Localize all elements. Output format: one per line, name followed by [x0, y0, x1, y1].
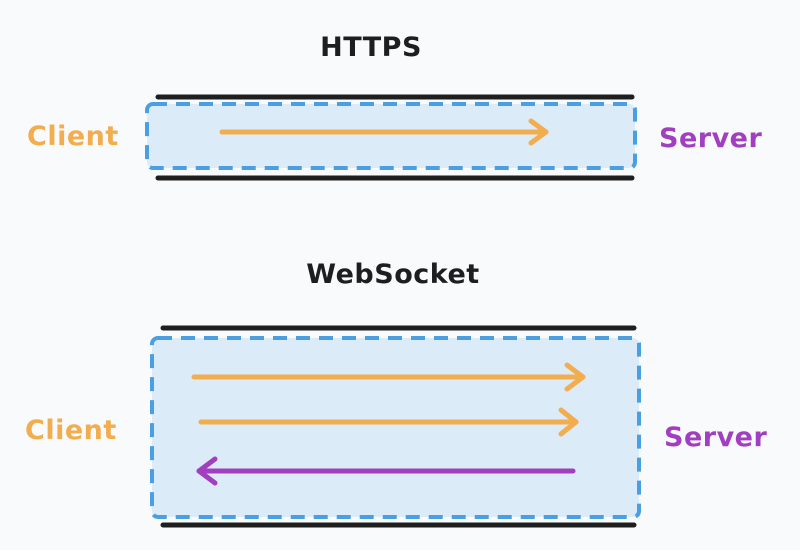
websocket-arrow-server-to-client	[196, 456, 576, 486]
websocket-server-label: Server	[664, 422, 768, 453]
https-arrow-client-to-server	[219, 118, 549, 146]
https-channel	[145, 102, 637, 170]
websocket-connection	[150, 325, 641, 528]
https-title: HTTPS	[320, 32, 422, 63]
websocket-arrow-client-to-server-2	[198, 407, 579, 437]
websocket-title: WebSocket	[306, 259, 480, 290]
https-connection	[145, 94, 637, 181]
https-server-label: Server	[659, 123, 763, 154]
websocket-arrow-client-to-server-1	[191, 362, 586, 392]
https-client-label: Client	[27, 121, 119, 152]
websocket-client-label: Client	[25, 415, 117, 446]
